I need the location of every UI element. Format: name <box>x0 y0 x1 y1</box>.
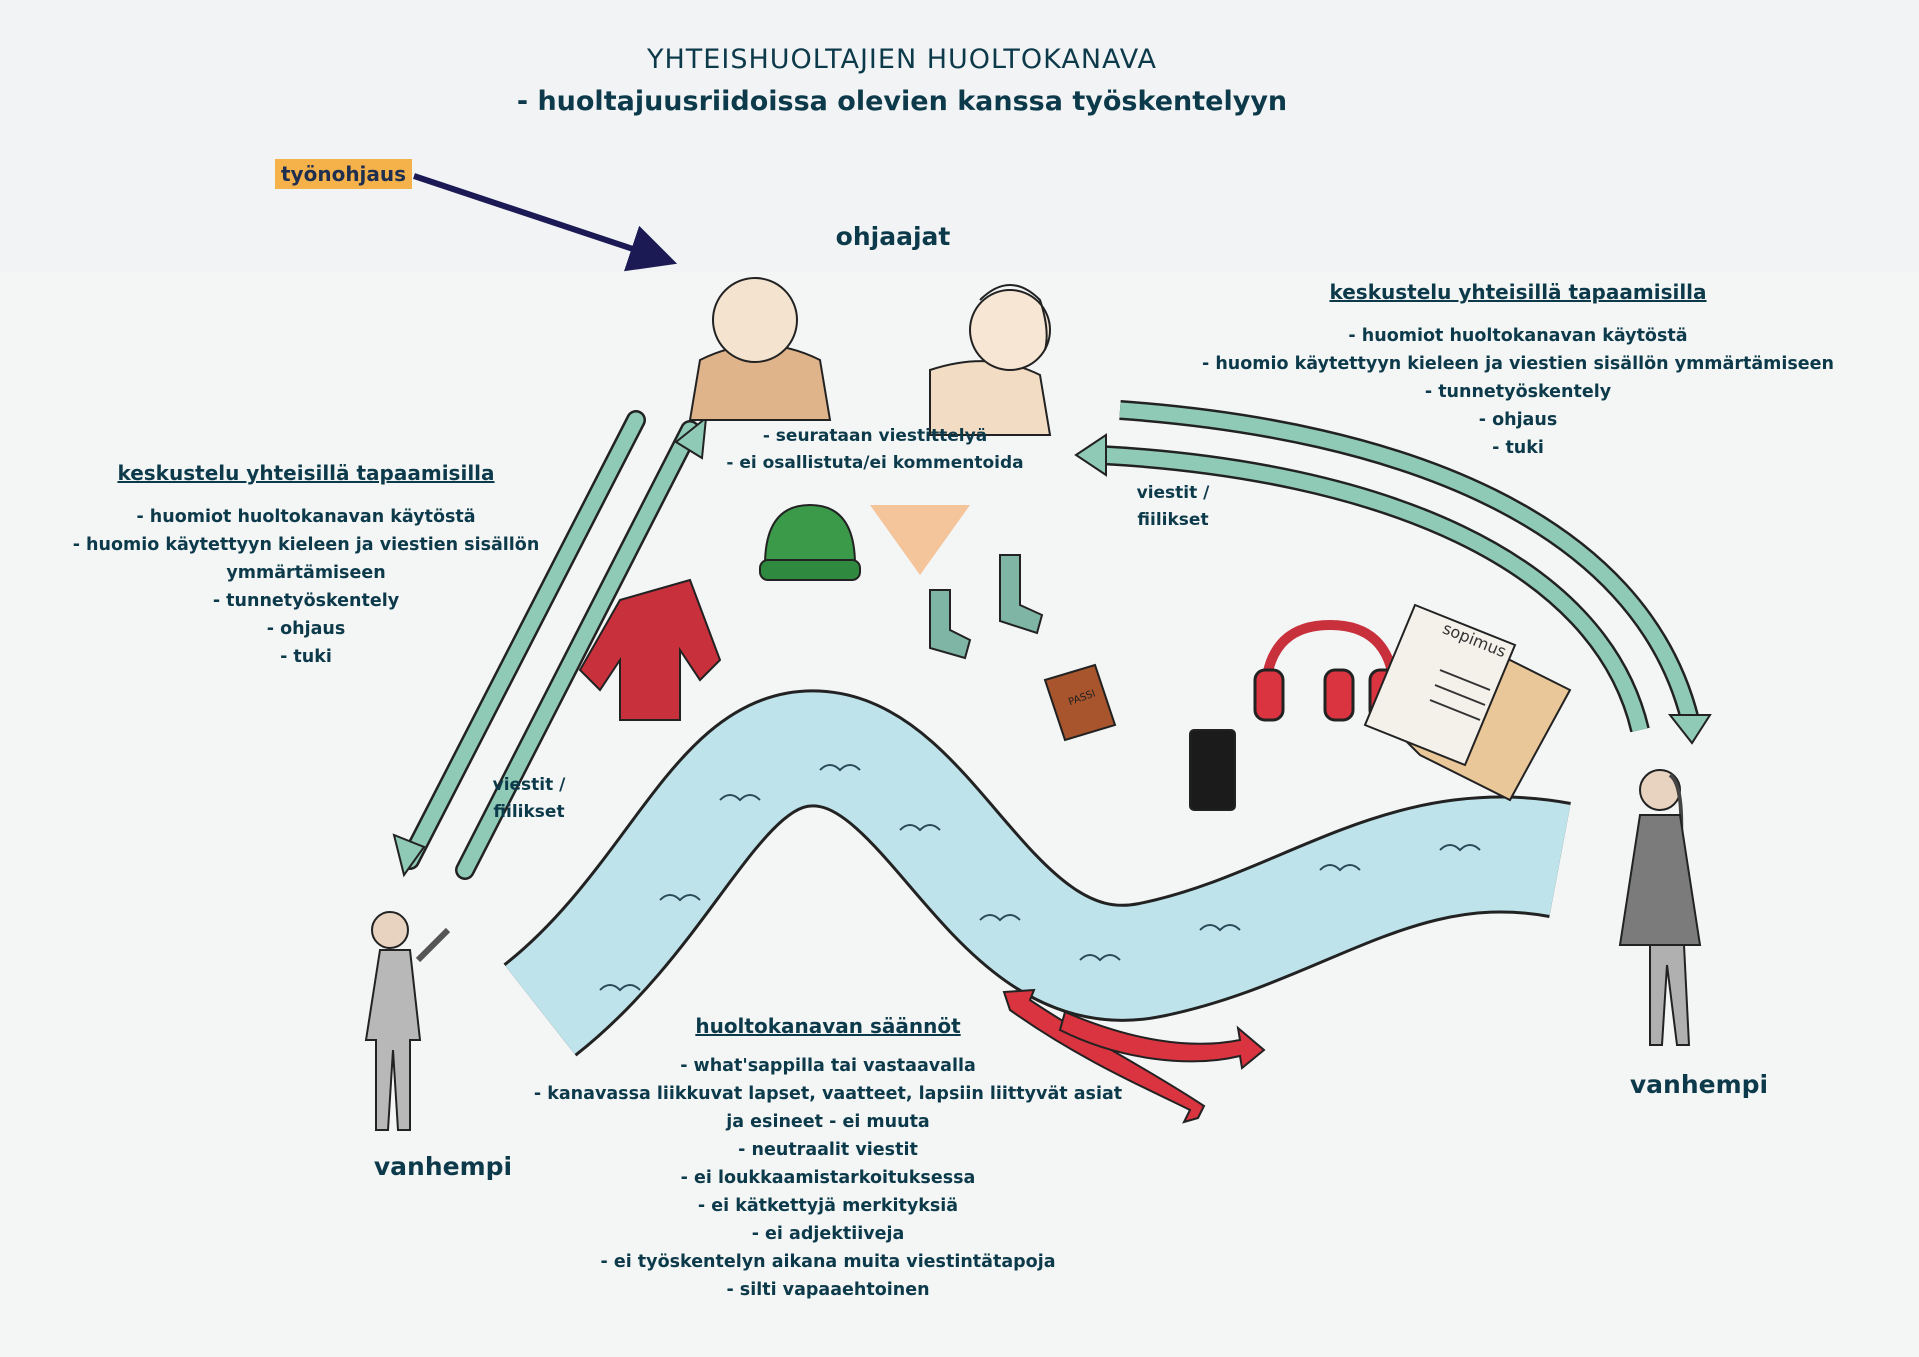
list-item: ymmärtämiseen <box>226 563 386 583</box>
list-item: - ohjaus <box>1478 410 1558 430</box>
rule-item: - neutraalit viestit <box>738 1140 918 1160</box>
feelings-label: fiilikset <box>1137 510 1209 530</box>
rule-item: - silti vapaaehtoinen <box>726 1280 930 1300</box>
rule-item: ja esineet - ei muuta <box>726 1112 930 1132</box>
parent-right-label: vanhempi <box>1629 1070 1769 1099</box>
channel-river <box>502 689 1571 1057</box>
counselor-figures <box>688 277 1052 575</box>
rule-item: - ei adjektiiveja <box>751 1224 905 1244</box>
rule-item: - ei kätkettyjä merkityksiä <box>697 1196 959 1216</box>
list-item: - ohjaus <box>266 619 346 639</box>
supervision-label: työnohjaus <box>275 159 413 189</box>
list-item: - tuki <box>1492 438 1544 458</box>
list-item: - tuki <box>280 647 332 667</box>
counselors-note: - seurataan viestittelyä <box>762 426 988 446</box>
document-icon: sopimus <box>1363 603 1572 802</box>
page-subtitle: - huoltajuusriidoissa olevien kanssa työ… <box>516 86 1288 117</box>
phone-icon <box>1189 729 1236 811</box>
messages-left: viestit / fiilikset <box>493 772 566 826</box>
messages-right: viestit / fiilikset <box>1137 480 1210 534</box>
upper-paper-area <box>0 0 1919 272</box>
joint-meetings-right-heading: keskustelu yhteisillä tapaamisilla <box>1329 280 1707 304</box>
parent-right-figure <box>1618 769 1702 1046</box>
list-item: - huomio käytettyyn kieleen ja viestien … <box>72 535 540 555</box>
feedback-arrows-right <box>1074 400 1712 745</box>
sweater-icon <box>578 578 722 721</box>
counselors-notes: - seurataan viestittelyä - ei osallistut… <box>726 423 1023 477</box>
hat-icon <box>759 503 861 581</box>
channel-rules-heading: huoltokanavan säännöt <box>695 1014 961 1038</box>
channel-rules: huoltokanavan säännöt - what'sappilla ta… <box>534 1014 1122 1304</box>
joint-meetings-right: keskustelu yhteisillä tapaamisilla - huo… <box>1202 280 1834 462</box>
feelings-label: fiilikset <box>493 802 565 822</box>
rule-item: - kanavassa liikkuvat lapset, vaatteet, … <box>533 1084 1123 1104</box>
list-item: - huomiot huoltokanavan käytöstä <box>136 507 476 527</box>
messages-label: viestit / <box>1136 483 1210 503</box>
joint-meetings-left: keskustelu yhteisillä tapaamisilla - huo… <box>73 461 540 671</box>
supervision-arrow <box>413 173 678 272</box>
book-icon: PASSI <box>1043 663 1117 742</box>
page-title: YHTEISHUOLTAJIEN HUOLTOKANAVA <box>647 44 1157 75</box>
rule-item: - what'sappilla tai vastaavalla <box>680 1056 976 1076</box>
counselors-label: ohjaajat <box>835 222 951 251</box>
joint-meetings-left-heading: keskustelu yhteisillä tapaamisilla <box>117 461 495 485</box>
feedback-arrows-left <box>392 410 708 880</box>
counselors-note: - ei osallistuta/ei kommentoida <box>726 453 1024 473</box>
exchange-arrows <box>1002 988 1266 1124</box>
list-item: - huomiot huoltokanavan käytöstä <box>1348 326 1688 346</box>
list-item: - tunnetyöskentely <box>212 591 400 611</box>
list-item: - huomio käytettyyn kieleen ja viestien … <box>1201 354 1835 374</box>
rule-item: - ei loukkaamistarkoituksessa <box>680 1168 976 1188</box>
messages-label: viestit / <box>492 775 566 795</box>
parent-left-label: vanhempi <box>373 1152 513 1181</box>
socks-icon <box>929 554 1044 660</box>
list-item: - tunnetyöskentely <box>1424 382 1612 402</box>
parent-left-figure <box>364 911 451 1131</box>
rule-item: - ei työskentelyn aikana muita viestintä… <box>600 1252 1056 1272</box>
